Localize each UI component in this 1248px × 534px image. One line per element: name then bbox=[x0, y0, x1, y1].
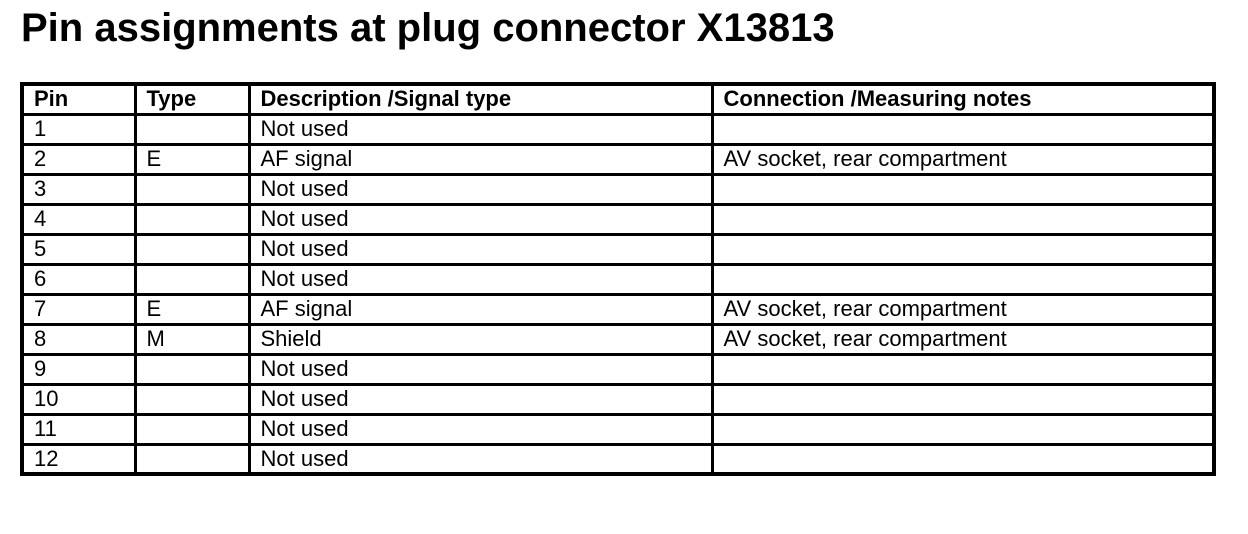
cell-type bbox=[133, 442, 251, 476]
cell-pin: 4 bbox=[20, 202, 137, 236]
cell-pin: 5 bbox=[20, 232, 137, 266]
page-title: Pin assignments at plug connector X13813 bbox=[21, 6, 835, 50]
cell-connection bbox=[710, 442, 1216, 476]
cell-pin: 6 bbox=[20, 262, 137, 296]
table-row: 5 Not used bbox=[20, 232, 1216, 266]
cell-connection bbox=[710, 262, 1216, 296]
cell-pin: 2 bbox=[20, 142, 137, 176]
cell-description: Not used bbox=[247, 202, 714, 236]
table-row: 11 Not used bbox=[20, 412, 1216, 446]
cell-description: Not used bbox=[247, 112, 714, 146]
cell-description: Shield bbox=[247, 322, 714, 356]
cell-pin: 3 bbox=[20, 172, 137, 206]
cell-description: Not used bbox=[247, 232, 714, 266]
cell-description: AF signal bbox=[247, 292, 714, 326]
cell-pin: 8 bbox=[20, 322, 137, 356]
cell-type bbox=[133, 352, 251, 386]
cell-connection: AV socket, rear compartment bbox=[710, 322, 1216, 356]
cell-description: Not used bbox=[247, 172, 714, 206]
cell-connection bbox=[710, 352, 1216, 386]
cell-type bbox=[133, 412, 251, 446]
cell-description: Not used bbox=[247, 412, 714, 446]
cell-pin: 12 bbox=[20, 442, 137, 476]
cell-connection bbox=[710, 112, 1216, 146]
table-row: 4 Not used bbox=[20, 202, 1216, 236]
cell-type: E bbox=[133, 292, 251, 326]
cell-description: Not used bbox=[247, 382, 714, 416]
cell-type bbox=[133, 202, 251, 236]
table-row: 12 Not used bbox=[20, 442, 1216, 476]
cell-pin: 7 bbox=[20, 292, 137, 326]
table-row: 9 Not used bbox=[20, 352, 1216, 386]
cell-description: Not used bbox=[247, 442, 714, 476]
column-header-description: Description /Signal type bbox=[247, 82, 714, 116]
table-row: 6 Not used bbox=[20, 262, 1216, 296]
cell-type bbox=[133, 232, 251, 266]
cell-connection: AV socket, rear compartment bbox=[710, 292, 1216, 326]
cell-connection bbox=[710, 382, 1216, 416]
cell-type bbox=[133, 382, 251, 416]
cell-pin: 9 bbox=[20, 352, 137, 386]
cell-pin: 10 bbox=[20, 382, 137, 416]
cell-description: Not used bbox=[247, 262, 714, 296]
cell-connection bbox=[710, 232, 1216, 266]
cell-type bbox=[133, 112, 251, 146]
table-row: 1 Not used bbox=[20, 112, 1216, 146]
cell-connection bbox=[710, 172, 1216, 206]
table-row: 10 Not used bbox=[20, 382, 1216, 416]
cell-connection bbox=[710, 202, 1216, 236]
cell-type: M bbox=[133, 322, 251, 356]
column-header-type: Type bbox=[133, 82, 251, 116]
table-row: 3 Not used bbox=[20, 172, 1216, 206]
column-header-pin: Pin bbox=[20, 82, 137, 116]
cell-connection: AV socket, rear compartment bbox=[710, 142, 1216, 176]
cell-type: E bbox=[133, 142, 251, 176]
cell-type bbox=[133, 172, 251, 206]
cell-description: AF signal bbox=[247, 142, 714, 176]
cell-type bbox=[133, 262, 251, 296]
cell-description: Not used bbox=[247, 352, 714, 386]
cell-pin: 1 bbox=[20, 112, 137, 146]
cell-connection bbox=[710, 412, 1216, 446]
cell-pin: 11 bbox=[20, 412, 137, 446]
column-header-connection: Connection /Measuring notes bbox=[710, 82, 1216, 116]
